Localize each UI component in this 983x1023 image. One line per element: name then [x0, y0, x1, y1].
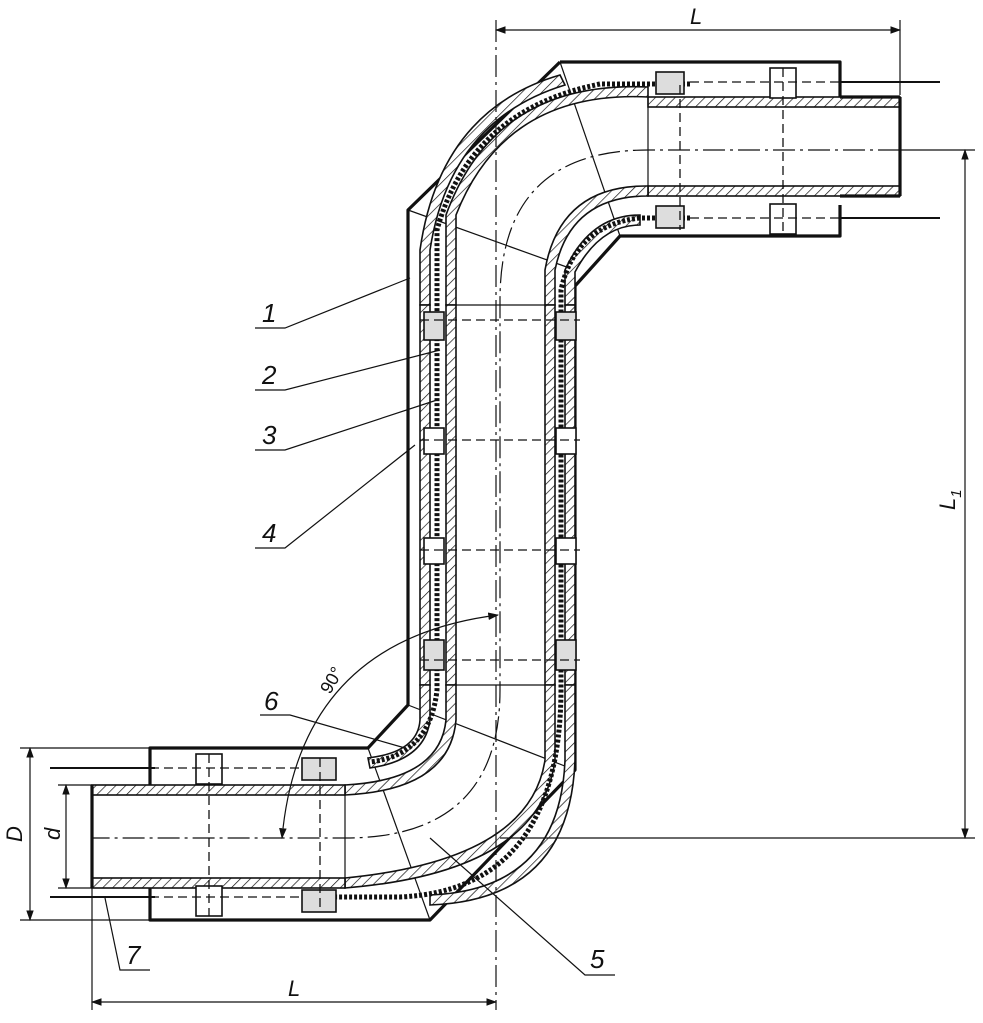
callout-5: 5	[590, 944, 605, 974]
callout-2: 2	[261, 360, 277, 390]
heating-cables	[50, 81, 940, 900]
callout-1: 1	[262, 298, 276, 328]
callout-4: 4	[262, 518, 276, 548]
dimension-inner-diameter: d	[40, 827, 65, 840]
pipe-walls	[91, 74, 901, 906]
dimension-vertical-offset-main: L	[935, 498, 960, 510]
callout-leaders	[104, 277, 615, 976]
center-lines	[92, 20, 900, 1010]
svg-text:L1: L1	[935, 489, 965, 510]
callout-6: 6	[264, 686, 279, 716]
dimension-vertical-offset: L1	[935, 489, 965, 510]
dimension-outer-diameter: D	[2, 826, 27, 842]
callout-7: 7	[126, 940, 142, 970]
dimension-top-length: L	[690, 4, 702, 29]
dimension-lines	[20, 20, 975, 1010]
bend-angle: 90°	[316, 663, 347, 697]
dimension-vertical-offset-sub: 1	[948, 489, 965, 497]
callout-3: 3	[262, 420, 277, 450]
dimension-bottom-length: L	[288, 976, 300, 1001]
